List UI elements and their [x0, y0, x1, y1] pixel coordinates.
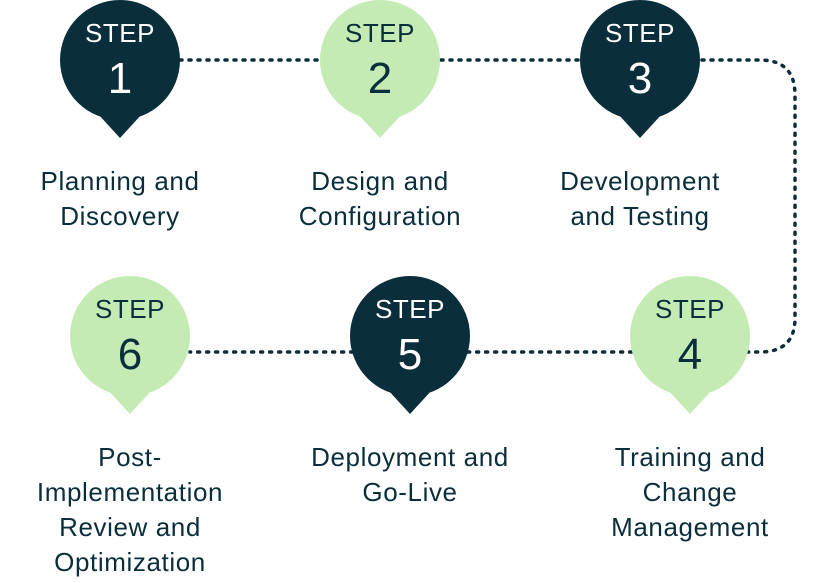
step-4-title: Training and Change Management — [611, 442, 769, 542]
step-3-marker-icon: STEP 3 — [580, 0, 700, 140]
step-6-number: 6 — [117, 330, 143, 379]
step-1-label: STEP — [85, 18, 155, 48]
step-4-number: 4 — [677, 330, 703, 379]
step-4-label: STEP — [655, 294, 725, 324]
step-1-marker-icon: STEP 1 — [60, 0, 180, 140]
step-5-label: STEP — [375, 294, 445, 324]
step-4-marker-icon: STEP 4 — [630, 276, 750, 416]
step-1-number: 1 — [107, 54, 133, 103]
step-2-number: 2 — [367, 54, 393, 103]
step-6-marker-icon: STEP 6 — [70, 276, 190, 416]
step-3-title: Development and Testing — [560, 166, 720, 231]
step-3-number: 3 — [627, 54, 653, 103]
step-5-number: 5 — [397, 330, 423, 379]
step-1-title: Planning and Discovery — [40, 166, 200, 231]
step-3-label: STEP — [605, 18, 675, 48]
step-6-title: Post- Implementation Review and Optimiza… — [36, 442, 224, 577]
step-5-title: Deployment and Go-Live — [311, 442, 509, 507]
step-2-marker-icon: STEP 2 — [320, 0, 440, 140]
step-5-marker-icon: STEP 5 — [350, 276, 470, 416]
step-6-label: STEP — [95, 294, 165, 324]
step-2-label: STEP — [345, 18, 415, 48]
step-2-title: Design and Configuration — [298, 166, 462, 231]
